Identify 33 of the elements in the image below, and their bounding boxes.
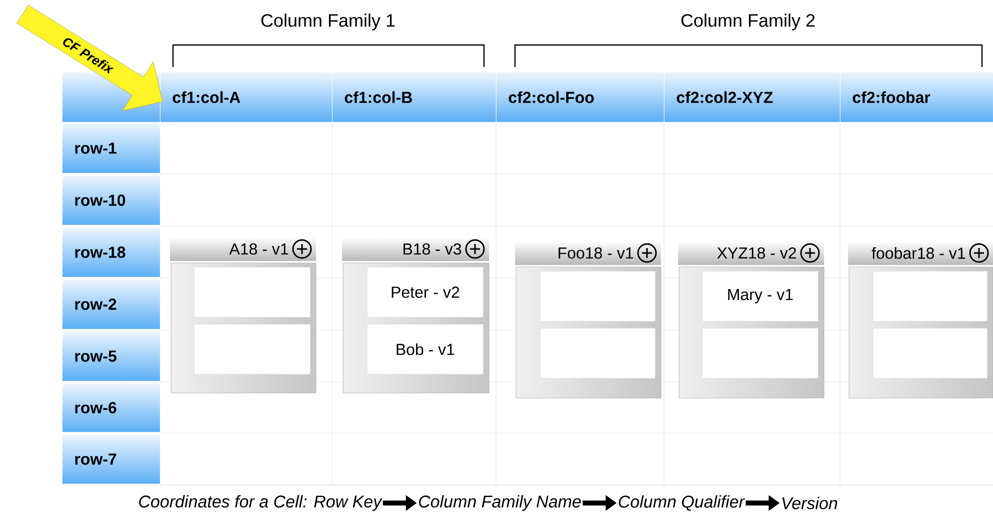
caption-step: Coordinates for a Cell: Row Key xyxy=(139,495,382,511)
caption-step: Column Family Name xyxy=(419,495,581,511)
row-header: row-6 xyxy=(62,383,160,432)
row-header: row-18 xyxy=(62,227,160,278)
column-header: cf1:col-B xyxy=(332,72,496,122)
node-label: XYZ18 - v2 xyxy=(717,247,796,259)
column-family-title: Column Family 2 xyxy=(681,14,815,30)
column-family-title: Column Family 1 xyxy=(261,14,395,30)
column-header: cf2:col2-XYZ xyxy=(664,72,840,122)
version-cell xyxy=(540,271,656,322)
version-cell xyxy=(702,328,818,378)
caption-step: Column Qualifier xyxy=(618,495,746,511)
version-cell xyxy=(873,271,988,322)
version-cell xyxy=(873,328,988,378)
version-cell xyxy=(194,267,310,318)
column-header: cf1:col-A xyxy=(160,72,332,122)
column-header: cf2:foobar xyxy=(840,72,993,122)
caption-step: Version xyxy=(782,496,838,510)
row-header: row-2 xyxy=(62,279,160,330)
row-header: row-7 xyxy=(62,434,160,484)
row-header: row-10 xyxy=(62,175,160,226)
node-label: foobar18 - v1 xyxy=(872,247,965,259)
column-header: cf2:col-Foo xyxy=(496,72,664,122)
row-header: row-1 xyxy=(62,123,160,174)
version-cell: Bob - v1 xyxy=(367,324,484,374)
node-label: A18 - v1 xyxy=(229,243,288,255)
node-label: B18 - v3 xyxy=(404,243,462,255)
version-cell xyxy=(540,328,656,378)
node-label: Foo18 - v1 xyxy=(558,247,633,259)
row-header: row-5 xyxy=(62,331,160,382)
version-cell xyxy=(194,324,310,374)
version-cell: Peter - v2 xyxy=(367,267,484,318)
version-cell: Mary - v1 xyxy=(702,271,818,322)
